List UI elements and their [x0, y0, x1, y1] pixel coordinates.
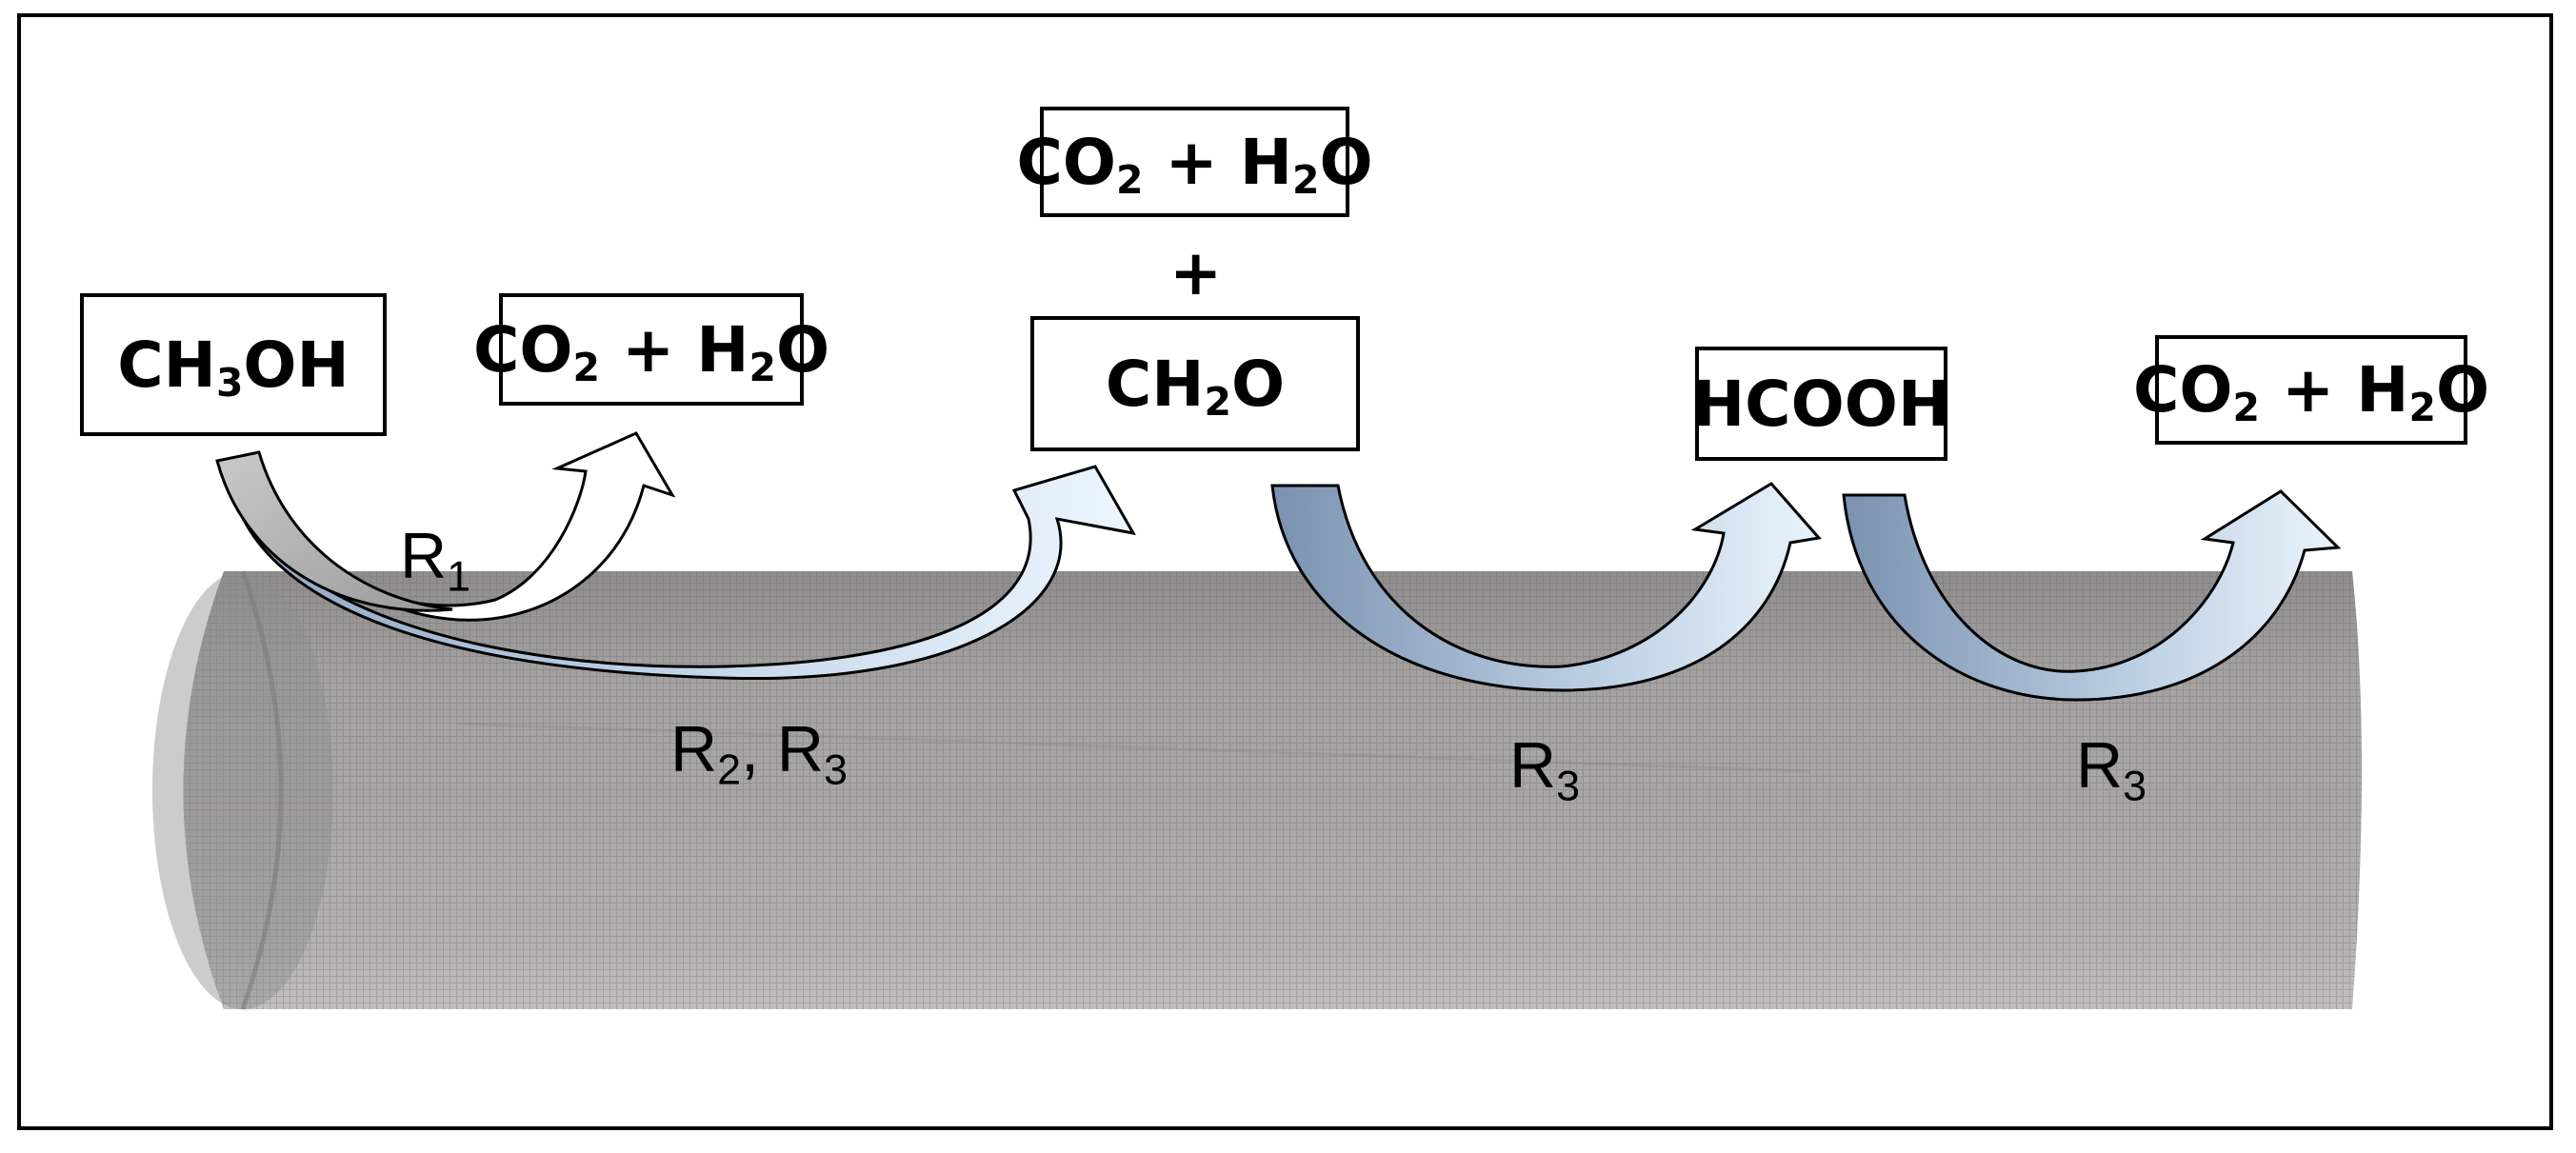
arrow-r3-formaldehyde: [1270, 482, 1822, 692]
co2-h2o-label-top: CO2 + H2O: [1016, 125, 1373, 203]
formaldehyde-box: CH2O: [1030, 316, 1360, 451]
methanol-box: CH3OH: [80, 293, 387, 436]
co2-h2o-label-end: CO2 + H2O: [2132, 353, 2490, 431]
co2-h2o-box-top: CO2 + H2O: [1016, 107, 1373, 217]
formic-acid-label: HCOOH: [1691, 367, 1951, 441]
reaction-label-r3-b: R3: [2076, 729, 2147, 810]
arrow-methanol-gray: [215, 450, 453, 612]
plus-sign: +: [1169, 236, 1223, 309]
mesh-tube: [152, 570, 2362, 1010]
reaction-label-r1: R1: [400, 520, 471, 601]
co2-h2o-label-r1: CO2 + H2O: [472, 312, 830, 390]
formaldehyde-label: CH2O: [1105, 347, 1286, 425]
methanol-label: CH3OH: [117, 328, 349, 406]
arrow-r2-r3: [227, 465, 1136, 681]
arrow-r3-formic: [1842, 489, 2342, 702]
co2-h2o-box-r1: CO2 + H2O: [473, 293, 829, 406]
co2-h2o-box-end: CO2 + H2O: [2133, 335, 2489, 445]
formic-acid-box: HCOOH: [1691, 347, 1951, 461]
reaction-label-r2-r3: R2, R3: [670, 713, 848, 794]
reaction-label-r3-a: R3: [1509, 729, 1581, 810]
